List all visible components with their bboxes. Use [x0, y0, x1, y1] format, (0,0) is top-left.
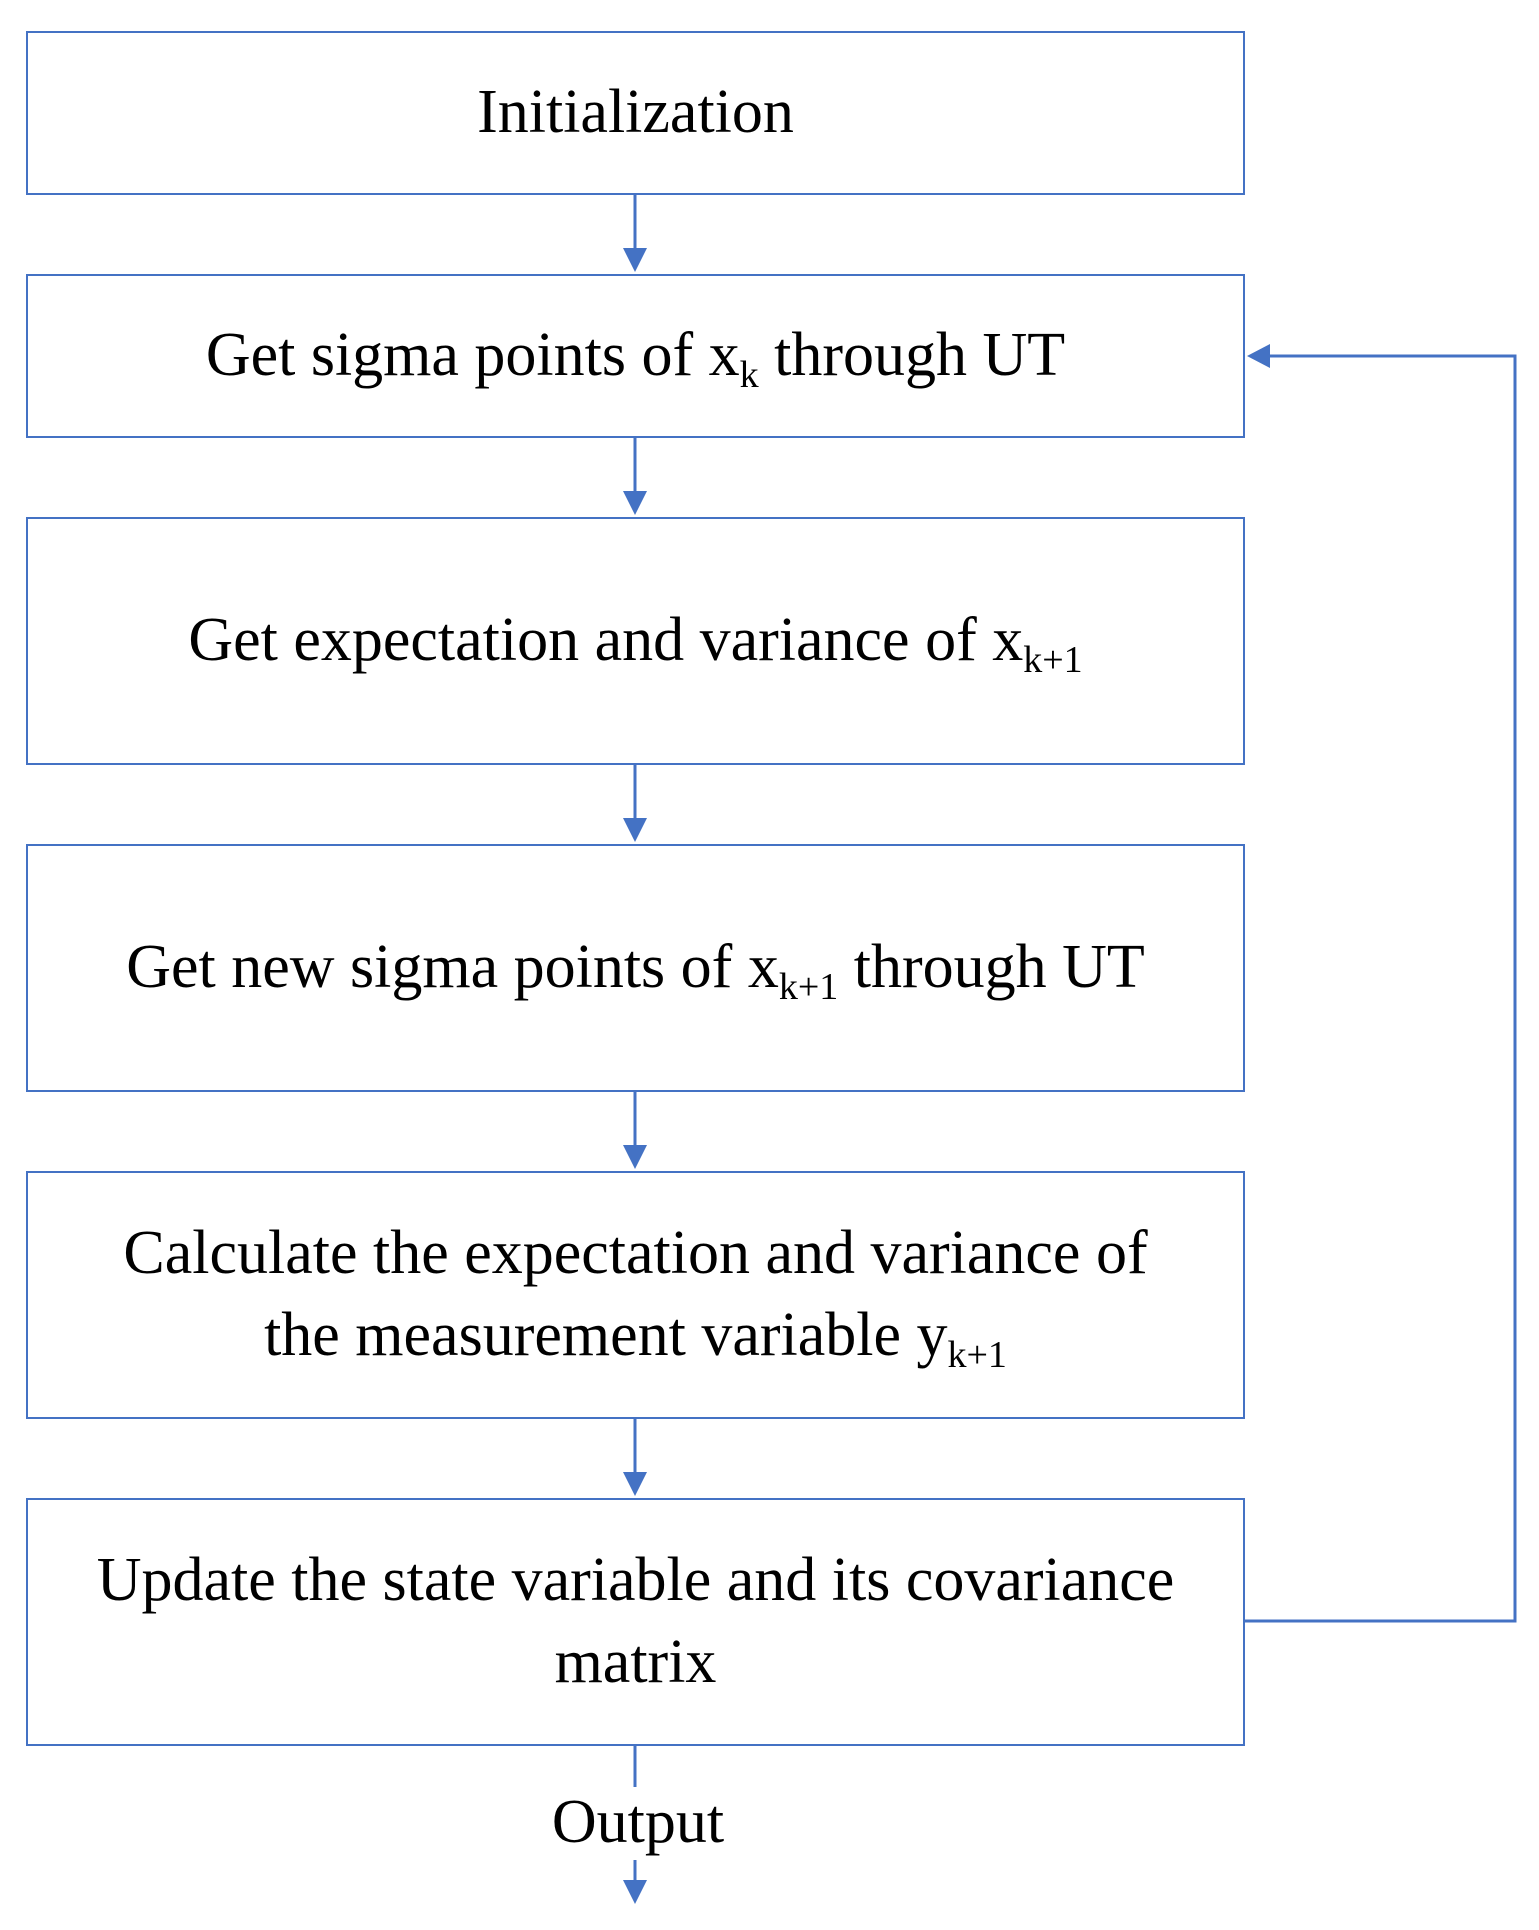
step-expectation-variance: Get expectation and variance of xk+1 — [26, 517, 1245, 765]
arrowhead-output — [623, 1880, 647, 1904]
new-sigma-subscript: k+1 — [778, 966, 839, 1009]
arrowhead-expectation — [623, 491, 647, 515]
measurement-line-2: the measurement variable y — [264, 1301, 948, 1369]
step-initialization-label: Initialization — [477, 78, 794, 147]
step-update-label: Update the state variable and its covari… — [96, 1546, 1175, 1696]
arrowhead-sigma — [623, 248, 647, 272]
step-sigma-points: Get sigma points of xk through UT — [26, 274, 1245, 438]
arrowhead-new-sigma — [623, 818, 647, 842]
arrowhead-update — [623, 1472, 647, 1496]
expectation-text: Get expectation and variance of x — [188, 606, 1024, 675]
new-sigma-text-after: through UT — [838, 933, 1145, 1002]
output-label: Output — [443, 1787, 833, 1857]
new-sigma-text: Get new sigma points of x — [126, 933, 779, 1002]
measurement-subscript: k+1 — [947, 1334, 1007, 1376]
sigma-points-text: Get sigma points of x — [205, 321, 740, 390]
arrowhead-measurement — [623, 1145, 647, 1169]
step-sigma-points-label: Get sigma points of xk through UT — [206, 315, 1065, 397]
measurement-line-1: Calculate the expectation and variance o… — [123, 1219, 1148, 1288]
step-measurement: Calculate the expectation and variance o… — [26, 1171, 1245, 1419]
step-new-sigma-points: Get new sigma points of xk+1 through UT — [26, 844, 1245, 1092]
step-initialization: Initialization — [26, 31, 1245, 195]
expectation-subscript: k+1 — [1023, 639, 1083, 682]
step-update-state: Update the state variable and its covari… — [26, 1498, 1245, 1746]
step-expectation-label: Get expectation and variance of xk+1 — [188, 600, 1082, 682]
sigma-points-subscript: k — [739, 354, 759, 397]
feedback-loop-line — [1245, 354, 1517, 1623]
sigma-points-text-after: through UT — [758, 321, 1066, 390]
step-measurement-label: Calculate the expectation and variance o… — [38, 1213, 1233, 1377]
arrowhead-feedback — [1247, 344, 1270, 368]
step-new-sigma-label: Get new sigma points of xk+1 through UT — [126, 927, 1145, 1009]
